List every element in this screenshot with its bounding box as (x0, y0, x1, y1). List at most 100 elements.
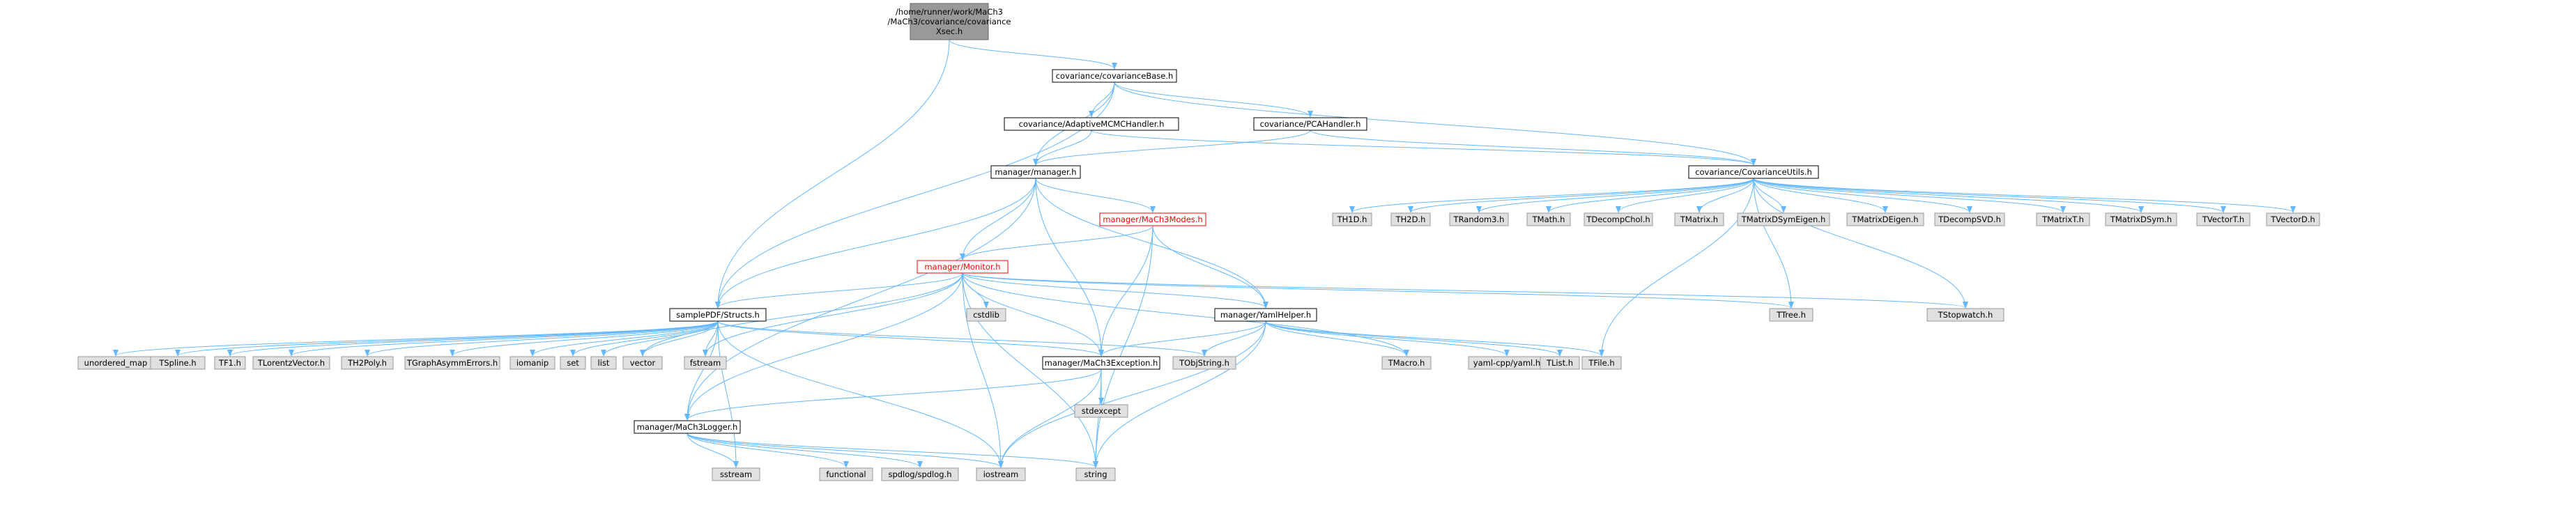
edge-yaml-to-iostream (998, 320, 1266, 468)
node-label-list-0: list (598, 358, 610, 368)
edge-manager-to-logger (684, 178, 1036, 421)
node-covUtils[interactable]: covariance/CovarianceUtils.h (1688, 165, 1819, 179)
edge-monitor-to-string (962, 272, 1098, 468)
node-label-th2d-0: TH2D.h (1395, 215, 1426, 224)
node-tmatrix: TMatrix.h (1674, 212, 1724, 226)
node-box-tstopwatch (1926, 308, 2004, 322)
node-iostream: iostream (976, 467, 1026, 481)
node-label-covBase-0: covariance/covarianceBase.h (1056, 71, 1174, 81)
node-exception[interactable]: manager/MaCh3Exception.h (1042, 356, 1160, 370)
node-box-set (560, 356, 586, 370)
edge-exception-to-iostream (998, 368, 1102, 468)
edge-monitor-to-iostream (962, 272, 1004, 468)
edge-root-to-structs (715, 39, 950, 309)
node-label-modes-0: manager/MaCh3Modes.h (1103, 215, 1202, 224)
edge-structs-to-logger (684, 320, 719, 421)
node-tspline: TSpline.h (150, 356, 206, 370)
node-box-ttree (1769, 308, 1814, 322)
node-label-th2poly-0: TH2Poly.h (347, 358, 387, 368)
node-box-stdexcept (1074, 404, 1128, 418)
node-functional: functional (819, 467, 873, 481)
node-label-trandom3-0: TRandom3.h (1453, 215, 1505, 224)
edge-covUtils-to-tvectord (1753, 178, 2296, 213)
node-label-root-2: Xsec.h (936, 26, 963, 36)
node-label-sstream-0: sstream (720, 469, 752, 479)
edge-covUtils-to-tstopwatch (1753, 178, 1968, 309)
node-pca[interactable]: covariance/PCAHandler.h (1253, 117, 1367, 131)
edge-covUtils-to-tmatrixdeigen (1753, 178, 1888, 213)
node-label-structs-0: samplePDF/Structs.h (676, 310, 760, 320)
node-label-spdlog-0: spdlog/spdlog.h (888, 469, 951, 479)
edge-covUtils-to-tmatrixdsymeigen (1753, 178, 1786, 213)
edge-covUtils-to-tmath (1546, 178, 1754, 213)
node-label-root-0: /home/runner/work/MaCh3 (896, 7, 1003, 17)
node-label-tf1-0: TF1.h (218, 358, 241, 368)
node-logger[interactable]: manager/MaCh3Logger.h (634, 420, 741, 434)
edge-covUtils-to-trandom3 (1476, 178, 1754, 213)
edge-covUtils-to-tdecompchol (1616, 178, 1754, 213)
node-manager[interactable]: manager/manager.h (990, 165, 1081, 179)
edge-monitor-to-tstopwatch (962, 272, 1968, 309)
node-th2d: TH2D.h (1390, 212, 1431, 226)
node-box-tf1 (214, 356, 246, 370)
edge-logger-to-string (687, 433, 1098, 468)
node-label-tgraphasym-0: TGraphAsymmErrors.h (406, 358, 498, 368)
node-label-exception-0: manager/MaCh3Exception.h (1045, 358, 1158, 368)
node-cstdlib: cstdlib (966, 308, 1006, 322)
edge-structs-to-fstream (703, 320, 719, 357)
node-label-tmatrixdsym-0: TMatrixDSym.h (2110, 215, 2172, 224)
node-box-string (1075, 467, 1116, 481)
edge-covUtils-to-th1d (1349, 178, 1754, 213)
node-tgraphasym: TGraphAsymmErrors.h (404, 356, 500, 370)
node-label-functional-0: functional (826, 469, 866, 479)
node-box-tmatrixt (2036, 212, 2090, 226)
node-label-tlist-0: TList.h (1546, 358, 1573, 368)
node-tfile: TFile.h (1581, 356, 1622, 370)
node-label-manager-0: manager/manager.h (995, 167, 1076, 177)
node-structs[interactable]: samplePDF/Structs.h (669, 308, 767, 322)
node-box-tobjstring (1172, 356, 1236, 370)
edge-structs-to-tspline (175, 320, 719, 357)
node-covBase[interactable]: covariance/covarianceBase.h (1052, 69, 1177, 83)
node-label-tmatrixt-0: TMatrixT.h (2041, 215, 2084, 224)
node-box-sstream (712, 467, 760, 481)
edge-covBase-to-covUtils (1114, 81, 1756, 166)
node-box-functional (819, 467, 873, 481)
node-modes[interactable]: manager/MaCh3Modes.h (1099, 212, 1206, 226)
node-label-root-1: /MaCh3/covariance/covariance (888, 17, 1011, 26)
node-box-monitor (917, 260, 1009, 274)
node-label-stdexcept-0: stdexcept (1082, 406, 1121, 416)
node-label-tmacro-0: TMacro.h (1388, 358, 1425, 368)
edge-monitor-to-structs (715, 272, 963, 309)
edge-structs-to-tobjstring (717, 320, 1207, 357)
edge-manager-to-exception (1035, 178, 1104, 357)
edge-monitor-to-yaml (962, 272, 1268, 309)
node-tobjstring: TObjString.h (1172, 356, 1236, 370)
node-adaptive[interactable]: covariance/AdaptiveMCMCHandler.h (1004, 117, 1179, 131)
node-root[interactable]: /home/runner/work/MaCh3/MaCh3/covariance… (888, 3, 1011, 40)
node-box-tfile (1581, 356, 1622, 370)
edge-yaml-to-tobjstring (1202, 320, 1266, 357)
node-box-tvectort (2196, 212, 2251, 226)
node-label-adaptive-0: covariance/AdaptiveMCMCHandler.h (1019, 119, 1165, 129)
node-yamlcpp: yaml-cpp/yaml.h (1468, 356, 1546, 370)
node-yaml[interactable]: manager/YamlHelper.h (1214, 308, 1317, 322)
node-label-tdecompsvd-0: TDecompSVD.h (1938, 215, 2001, 224)
edge-manager-to-monitor (960, 178, 1036, 261)
edge-covBase-to-pca (1114, 81, 1313, 118)
node-tmath: TMath.h (1526, 212, 1571, 226)
node-box-vector (622, 356, 663, 370)
node-label-covUtils-0: covariance/CovarianceUtils.h (1695, 167, 1812, 177)
edge-structs-to-iomanip (530, 320, 719, 357)
node-monitor[interactable]: manager/Monitor.h (917, 260, 1009, 274)
edge-structs-to-set (570, 320, 719, 357)
edge-modes-to-yaml (1152, 225, 1268, 309)
node-label-ttree-0: TTree.h (1776, 310, 1806, 320)
node-box-tvectord (2266, 212, 2320, 226)
node-box-structs (669, 308, 767, 322)
node-th2poly: TH2Poly.h (341, 356, 394, 370)
edge-covUtils-to-tmatrixdsym (1753, 178, 2144, 213)
node-box-covUtils (1688, 165, 1819, 179)
node-box-th2poly (341, 356, 394, 370)
